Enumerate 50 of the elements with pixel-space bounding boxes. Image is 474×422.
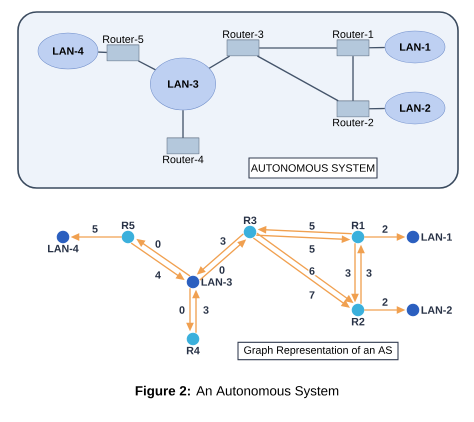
graph-vertex: R5 (122, 222, 134, 244)
node-label: LAN-3 (202, 278, 232, 286)
node-label: LAN-4 (48, 244, 79, 252)
edge-label: 3 (202, 306, 210, 314)
edge-label: 2 (381, 224, 389, 234)
connector (257, 55, 338, 102)
node-label: LAN-1 (422, 233, 452, 241)
node-label: Router-1 (333, 30, 374, 38)
connector (98, 51, 107, 54)
node-label: LAN-2 (422, 306, 452, 314)
node-label: Router-3 (223, 30, 264, 38)
graph-vertex: LAN-3 (186, 276, 232, 288)
node-label: R2 (352, 318, 364, 326)
edge-label: 4 (154, 270, 162, 280)
graph-vertex: R2 (352, 304, 364, 326)
figure-caption: Figure 2: An Autonomous System (136, 386, 338, 398)
connector (182, 110, 184, 138)
node-label: R1 (352, 222, 365, 230)
node-label: Router-2 (333, 118, 374, 126)
node-label: Router-5 (103, 36, 144, 44)
edge-label: 5 (308, 244, 316, 254)
connector (138, 60, 156, 70)
graph-vertex: R1 (352, 222, 365, 244)
edge-label: 3 (365, 268, 373, 278)
edge-label: 5 (91, 224, 99, 234)
label-box: Graph Representation of an AS (237, 342, 399, 360)
graph-vertex: LAN-4 (48, 230, 79, 252)
connector (352, 56, 354, 101)
edge-label: 0 (154, 240, 162, 248)
edge-label: 7 (308, 290, 316, 300)
edge-label: 3 (344, 268, 352, 278)
node-label: Router-4 (163, 156, 204, 164)
node-label: R4 (186, 346, 200, 354)
connector (369, 108, 385, 110)
graph-vertex: R4 (186, 332, 200, 354)
label-box: AUTONOMOUS SYSTEM (248, 157, 378, 179)
connector (259, 47, 337, 49)
edge-label: 3 (219, 236, 227, 246)
graph-vertex: LAN-2 (406, 304, 452, 316)
edge-label: 0 (178, 306, 186, 314)
graph-vertex: R3 (244, 216, 256, 238)
node-label: R5 (122, 222, 135, 230)
edge-label: 2 (381, 298, 389, 306)
edge-label: 0 (218, 266, 226, 274)
connector (208, 55, 230, 69)
edge-label: 6 (308, 266, 316, 276)
node-label: R3 (244, 216, 256, 224)
edge-label: 5 (308, 222, 316, 230)
connector (369, 46, 385, 48)
graph-vertex: LAN-1 (406, 230, 452, 244)
